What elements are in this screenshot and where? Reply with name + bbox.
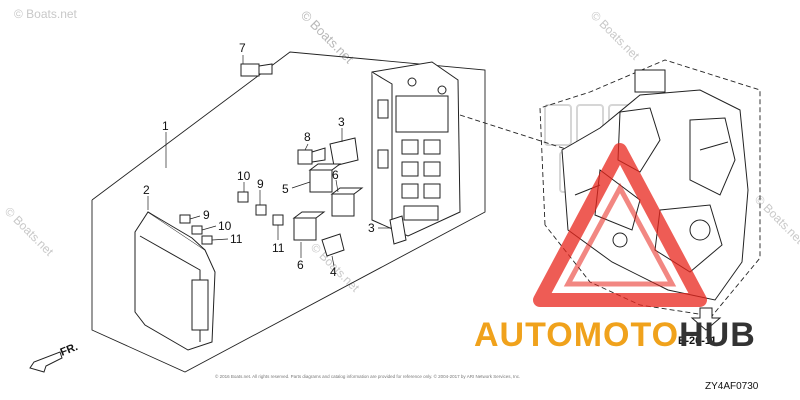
relay-6 <box>331 193 355 217</box>
clip-11-top <box>272 214 284 226</box>
callout-11-top: 11 <box>272 241 285 255</box>
copyright-line: © 2016 Boats.net. All rights reserved. P… <box>215 373 520 379</box>
fuse-3-lower <box>389 215 407 245</box>
callout-2: 2 <box>143 183 150 197</box>
watermark-top-left: © Boats.net <box>14 7 78 21</box>
brand-wordmark: AUTOMOTOHUB <box>474 316 756 354</box>
fuse-4 <box>321 233 345 257</box>
callout-6-lower: 6 <box>297 258 304 272</box>
callout-11-cover: 11 <box>230 232 243 246</box>
callout-9-cover: 9 <box>203 208 210 222</box>
bolt-7 <box>240 63 260 77</box>
brand-part-hub: HUB <box>679 316 756 354</box>
reference-code: E-20-11 <box>678 335 717 347</box>
clip-9-top <box>255 204 267 216</box>
brand-part-moto: MOTO <box>574 316 679 354</box>
down-arrow-icon <box>690 307 722 331</box>
red-triangle-icon <box>533 143 707 307</box>
callout-1: 1 <box>162 119 169 133</box>
callout-4: 4 <box>330 265 337 279</box>
watermark-left: © Boats.net <box>2 204 57 259</box>
callout-8: 8 <box>304 130 311 144</box>
callout-numbers: 1 2 3 3 4 5 6 6 7 8 9 9 10 10 11 11 <box>143 41 375 279</box>
callout-9-top: 9 <box>257 177 264 191</box>
bolt-7-thread <box>258 63 273 75</box>
assembly-outline <box>91 51 486 373</box>
front-arrow-icon <box>29 351 63 373</box>
automotohub-logo: AUTOMOTOHUB <box>474 143 756 354</box>
engine-cover-illustration <box>561 69 749 301</box>
clip-10-top <box>237 191 249 203</box>
leader-lines <box>147 55 392 267</box>
diagram-code: ZY4AF0730 <box>705 381 759 392</box>
callout-5: 5 <box>282 182 289 196</box>
connector-8 <box>297 149 313 165</box>
clip-10-cover <box>191 225 203 235</box>
relay-5 <box>309 169 333 193</box>
callout-3-lower: 3 <box>368 221 375 235</box>
clip-11-cover <box>201 235 213 245</box>
callout-3-upper: 3 <box>338 115 345 129</box>
callout-7: 7 <box>239 41 246 55</box>
watermark-top-right: © Boats.net <box>588 8 643 63</box>
fuse-box-body <box>371 61 461 237</box>
brand-part-auto: AUTO <box>474 316 574 354</box>
front-direction-marker: FR. <box>29 341 80 373</box>
clip-9-cover <box>179 214 191 224</box>
small-parts <box>179 63 407 257</box>
fuse-box-cover <box>134 211 216 351</box>
reference-marker: E-20-11 <box>678 307 722 347</box>
callout-10-top: 10 <box>237 169 251 183</box>
front-label: FR. <box>59 341 80 359</box>
fuse-3-upper <box>329 137 359 167</box>
relay-6-lower <box>293 217 317 241</box>
callout-6-upper: 6 <box>332 168 339 182</box>
callout-10-cover: 10 <box>218 219 232 233</box>
watermark-right: © Boats.net <box>752 192 800 247</box>
